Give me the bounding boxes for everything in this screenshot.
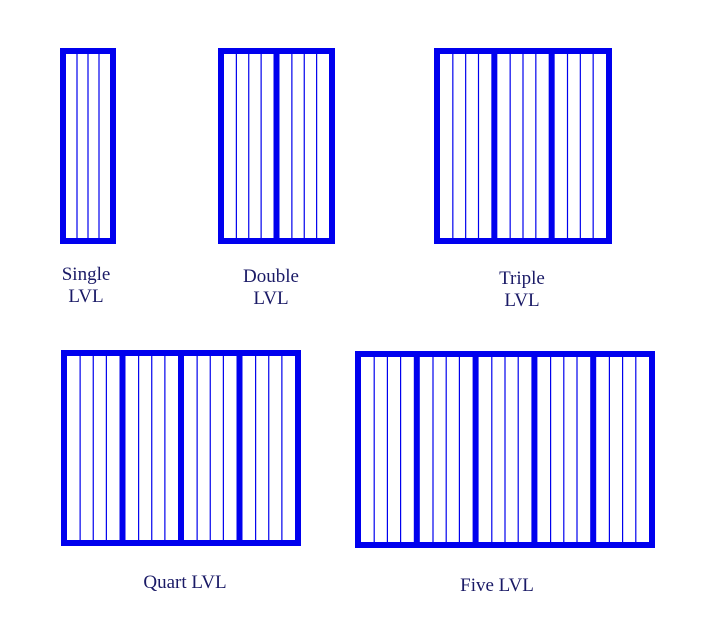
label-quart-line1: Quart LVL: [143, 572, 227, 593]
lvl-single: [60, 48, 116, 244]
ply-divider: [119, 356, 126, 540]
lvl-double: [218, 48, 335, 244]
ply-divider: [472, 357, 479, 542]
label-five-line1: Five LVL: [460, 575, 534, 596]
ply-divider: [413, 357, 420, 542]
ply-divider: [273, 54, 280, 238]
label-single-line2: LVL: [68, 286, 104, 307]
label-single-line1: Single: [61, 264, 111, 285]
label-five: Five LVL: [432, 575, 562, 597]
label-single: Single LVL: [48, 264, 124, 308]
ply-divider: [548, 54, 555, 238]
ply-divider: [531, 357, 538, 542]
label-double: Double LVL: [228, 266, 314, 310]
ply-divider: [236, 356, 243, 540]
lvl-quart: [61, 350, 301, 546]
label-quart: Quart LVL: [120, 572, 250, 594]
ply-divider: [178, 356, 184, 540]
lvl-five: [355, 351, 655, 548]
label-triple-line1: Triple: [499, 268, 545, 289]
lvl-triple: [434, 48, 612, 244]
label-triple: Triple LVL: [482, 268, 562, 312]
label-double-line2: LVL: [253, 288, 289, 309]
label-triple-line2: LVL: [504, 290, 540, 311]
ply-divider: [590, 357, 597, 542]
ply-divider: [491, 54, 498, 238]
label-double-line1: Double: [243, 266, 299, 287]
